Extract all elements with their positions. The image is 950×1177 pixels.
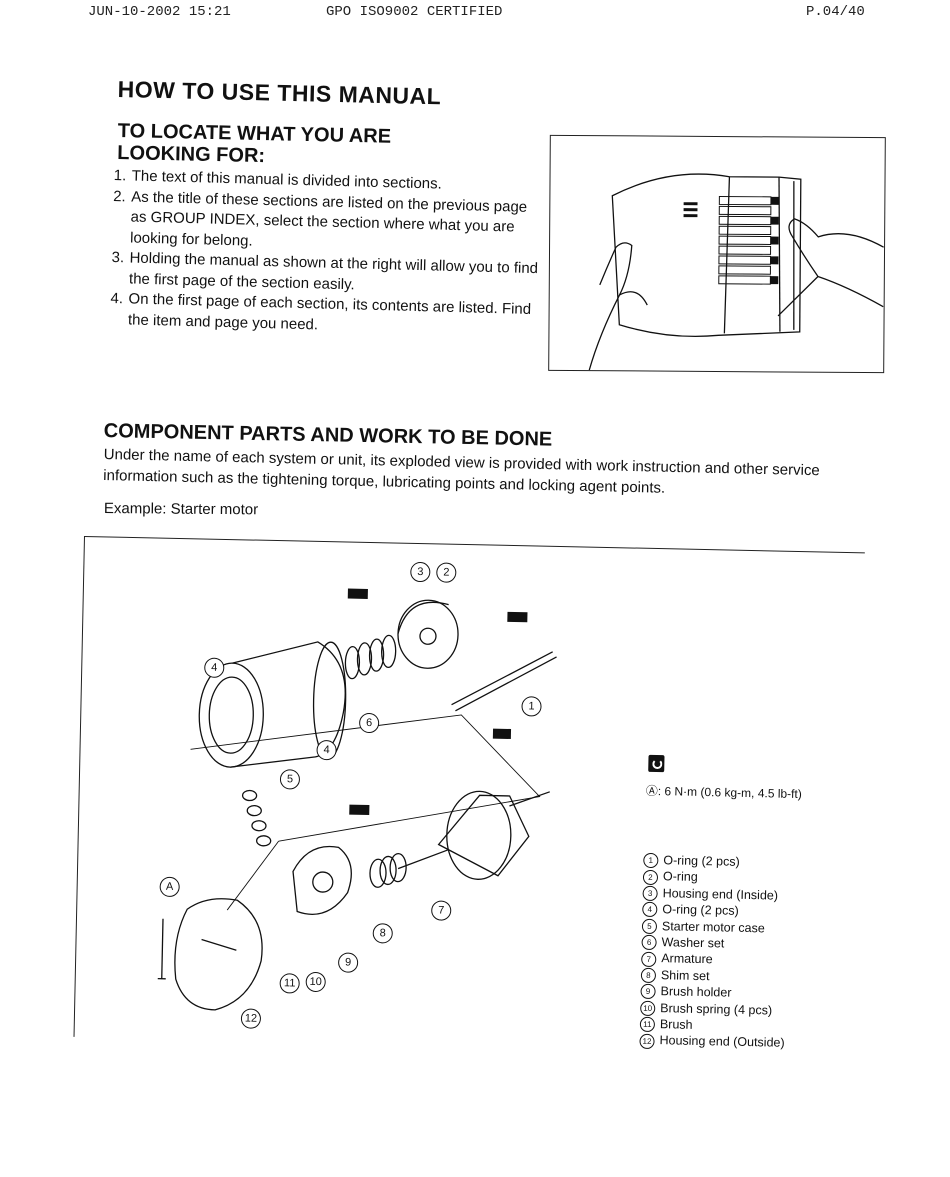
step-number: 2. [112, 187, 126, 205]
step-number: 1. [113, 166, 127, 185]
legend-number: 10 [640, 1000, 656, 1016]
legend-label: O-ring (2 pcs) [662, 902, 739, 919]
list-item: 2.As the title of these sections are lis… [112, 186, 543, 259]
legend-number: 4 [642, 902, 658, 918]
example-label: Example: Starter motor [103, 500, 259, 519]
legend-number: 1 [643, 852, 659, 869]
fax-certification: GPO ISO9002 CERTIFIED [326, 4, 503, 20]
legend-number: 6 [641, 935, 657, 951]
component-section-body: Under the name of each system or unit, i… [103, 445, 820, 497]
locate-section-title: TO LOCATE WHAT YOU ARE LOOKING FOR: [117, 120, 392, 168]
legend-label: Brush [659, 1017, 693, 1032]
legend-label: Starter motor case [661, 918, 765, 935]
fax-page-number: P.04/40 [806, 4, 865, 20]
legend-label: Brush spring (4 pcs) [660, 1000, 773, 1018]
step-text: As the title of these sections are liste… [129, 187, 528, 250]
step-number: 4. [110, 289, 124, 308]
legend-label: O-ring (2 pcs) [663, 853, 740, 869]
torque-icon [648, 754, 665, 773]
legend-label: Housing end (Outside) [659, 1033, 785, 1051]
page-title: HOW TO USE THIS MANUAL [117, 76, 442, 110]
hands-holding-book-image [588, 173, 884, 371]
manual-hands-illustration [548, 134, 886, 374]
legend-number: 3 [642, 885, 658, 902]
legend-number: 2 [642, 869, 659, 885]
legend-number: 9 [640, 984, 656, 1000]
fax-date-time: JUN-10-2002 15:21 [88, 4, 231, 20]
torque-spec: Ⓐ: 6 N·m (0.6 kg-m, 4.5 lb-ft) [645, 783, 802, 802]
legend-label: Armature [661, 951, 713, 967]
legend-label: O-ring [662, 869, 698, 885]
starter-motor-diagram: 3 2 4 1 6 4 5 7 8 9 10 11 12 A Ⓐ: 6 N·m … [73, 536, 865, 1054]
legend-label: Housing end (Inside) [662, 886, 779, 903]
legend-number: 7 [641, 951, 657, 967]
fax-header: JUN-10-2002 15:21 GPO ISO9002 CERTIFIED … [0, 4, 950, 24]
legend-label: Washer set [661, 935, 725, 951]
legend-number: 11 [639, 1017, 656, 1033]
legend-label: Shim set [660, 968, 710, 984]
legend-label: Brush holder [660, 984, 732, 1000]
step-number: 3. [111, 248, 125, 267]
locate-steps-list: 1.The text of this manual is divided int… [110, 166, 544, 341]
legend-number: 5 [641, 918, 658, 934]
legend-number: 8 [640, 967, 657, 984]
legend-number: 12 [639, 1033, 655, 1049]
